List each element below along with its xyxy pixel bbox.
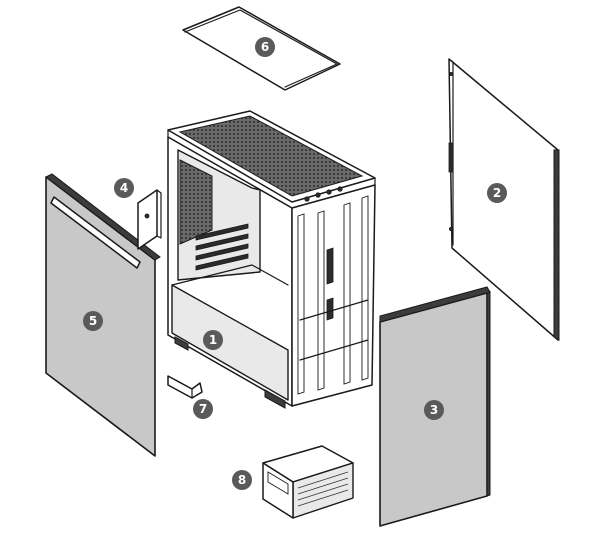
badge-3: 3 xyxy=(424,400,444,420)
expansion-slots xyxy=(195,223,249,271)
svg-text:4: 4 xyxy=(120,181,128,195)
badge-1: 1 xyxy=(203,330,223,350)
badge-2: 2 xyxy=(487,183,507,203)
right-panel-screws xyxy=(553,168,557,312)
badge-8: 8 xyxy=(232,470,252,490)
svg-text:6: 6 xyxy=(261,40,269,54)
svg-text:2: 2 xyxy=(493,186,501,200)
drive-cage xyxy=(262,445,354,519)
gpu-support-bracket xyxy=(167,375,203,399)
svg-text:1: 1 xyxy=(209,333,217,347)
svg-text:8: 8 xyxy=(238,473,246,487)
chassis xyxy=(167,110,376,409)
badge-6: 6 xyxy=(255,37,275,57)
badge-7: 7 xyxy=(193,399,213,419)
front-io-buttons xyxy=(304,186,343,202)
badge-5: 5 xyxy=(83,311,103,331)
ssd-bracket xyxy=(137,189,162,250)
svg-text:7: 7 xyxy=(199,402,207,416)
svg-text:5: 5 xyxy=(89,314,97,328)
svg-text:3: 3 xyxy=(430,403,438,417)
front-frame-slots xyxy=(297,195,369,395)
badge-4: 4 xyxy=(114,178,134,198)
